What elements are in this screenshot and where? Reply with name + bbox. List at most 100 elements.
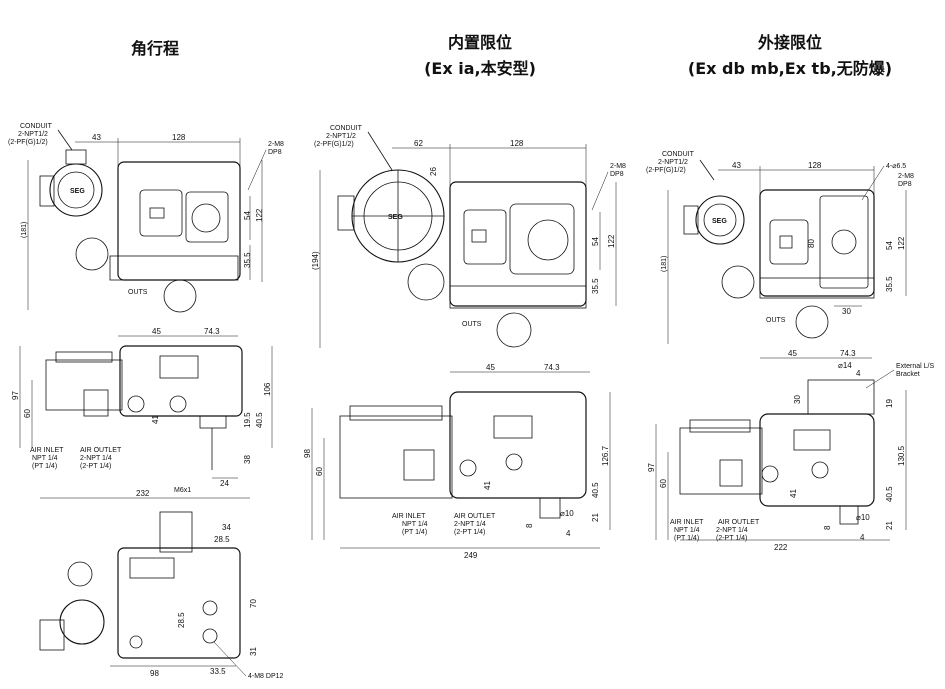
left-dim-19-5: 19.5 — [243, 412, 252, 428]
mid-m8-label: 2-M8 — [610, 163, 626, 170]
mid-dim-249: 249 — [464, 551, 478, 560]
left-dim-35-5: 35.5 — [243, 252, 252, 268]
left-air-inlet-2: NPT 1/4 — [32, 455, 58, 462]
left-dim-31: 31 — [249, 647, 258, 656]
left-dim-33-5: 33.5 — [210, 667, 226, 676]
right-dim-122: 122 — [897, 236, 906, 250]
left-dp8-label: DP8 — [268, 149, 282, 156]
mid-dim-74-3: 74.3 — [544, 363, 560, 372]
right-conduit-label-2: 2-NPT1/2 — [658, 159, 688, 166]
right-dim-19: 19 — [885, 399, 894, 408]
right-dim-80: 80 — [807, 239, 816, 248]
right-dim-40-5: 40.5 — [885, 486, 894, 502]
title-external-limit-line2: (Ex db mb,Ex tb,无防爆) — [687, 59, 893, 78]
mid-dp8-label: DP8 — [610, 171, 624, 178]
right-dim-4: 4 — [856, 369, 861, 378]
mid-conduit-label-1: CONDUIT — [330, 125, 363, 132]
left-dim-38: 38 — [243, 455, 252, 464]
mid-dim-35-5: 35.5 — [591, 278, 600, 294]
mid-air-inlet-2: NPT 1/4 — [402, 521, 428, 528]
left-dim-74-3: 74.3 — [204, 327, 220, 336]
left-conduit-label-1: CONDUIT — [20, 123, 53, 130]
left-bottom-view: 34 28.5 28.5 70 31 33.5 98 4-M8 DP12 — [39, 511, 284, 680]
right-air-inlet-2: NPT 1/4 — [674, 527, 700, 534]
mid-conduit-label-2: 2-NPT1/2 — [326, 133, 356, 140]
right-hole-label: 4-⌀6.5 — [886, 163, 906, 170]
right-dim-35-5: 35.5 — [885, 276, 894, 292]
left-dim-28-5b: 28.5 — [177, 612, 186, 628]
right-air-outlet-3: (2-PT 1/4) — [716, 535, 747, 542]
right-dim-128: 128 — [808, 161, 822, 170]
left-m8-dp12-label: 4-M8 DP12 — [248, 673, 284, 680]
mid-side-view: 45 74.3 98 60 41 126.7 40.5 21 8 ⌀10 4 2… — [303, 363, 611, 560]
left-conduit-label-2: 2-NPT1/2 — [18, 131, 48, 138]
left-dim-181: (181) — [21, 222, 28, 238]
right-dim-54: 54 — [885, 241, 894, 250]
mid-dim-98: 98 — [303, 449, 312, 458]
mid-air-inlet-1: AIR INLET — [392, 513, 426, 520]
right-conduit-label-1: CONDUIT — [662, 151, 695, 158]
left-air-outlet-2: 2-NPT 1/4 — [80, 455, 112, 462]
mid-dim-40-5: 40.5 — [591, 482, 600, 498]
title-rotary: 角行程 — [130, 39, 179, 58]
left-brand-label: SEG — [70, 188, 85, 195]
left-dim-60: 60 — [23, 409, 32, 418]
mid-dim-194: (194) — [311, 251, 320, 270]
right-air-inlet-3: (PT 1/4) — [674, 535, 699, 542]
title-internal-limit-line2: (Ex ia,本安型) — [424, 59, 536, 78]
right-dim-21: 21 — [885, 521, 894, 530]
right-dim-30: 30 — [842, 307, 851, 316]
left-dim-128: 128 — [172, 133, 186, 142]
left-dim-43: 43 — [92, 133, 101, 142]
mid-dim-41: 41 — [483, 481, 492, 490]
mid-air-outlet-3: (2-PT 1/4) — [454, 529, 485, 536]
left-m6-label: M6x1 — [174, 487, 191, 494]
right-dim-181: (181) — [661, 256, 668, 272]
mid-brand-label: SEG — [388, 214, 403, 221]
left-dim-106: 106 — [263, 382, 272, 396]
mid-dim-4: 4 — [566, 529, 571, 538]
right-bracket-label-1: External L/S — [896, 363, 934, 370]
title-internal-limit: 内置限位 (Ex ia,本安型) — [380, 30, 580, 82]
right-side-view: 45 74.3 ⌀14 4 External L/S Bracket 19 30… — [647, 349, 934, 552]
right-conduit-label-3: (2-PF(G)1/2) — [646, 167, 686, 174]
right-dim-130-5: 130.5 — [897, 445, 906, 466]
right-dim-74-3: 74.3 — [840, 349, 856, 358]
left-dim-24: 24 — [220, 479, 229, 488]
left-dim-41: 41 — [151, 415, 160, 424]
left-dim-232: 232 — [136, 489, 150, 498]
left-dim-28-5a: 28.5 — [214, 535, 230, 544]
right-dim-41: 41 — [789, 489, 798, 498]
title-external-limit-line1: 外接限位 — [757, 33, 822, 52]
right-front-view: CONDUIT 2-NPT1/2 (2-PF(G)1/2) 43 128 4-⌀… — [646, 151, 914, 344]
mid-dim-26: 26 — [429, 167, 438, 176]
right-air-outlet-1: AIR OUTLET — [718, 519, 760, 526]
left-dim-122: 122 — [255, 208, 264, 222]
mid-air-inlet-3: (PT 1/4) — [402, 529, 427, 536]
left-dim-54: 54 — [243, 211, 252, 220]
right-outs-label: OUTS — [766, 317, 786, 324]
right-dim-60: 60 — [659, 479, 668, 488]
mid-dim-62: 62 — [414, 139, 423, 148]
right-bracket-label-2: Bracket — [896, 371, 920, 378]
left-air-outlet-3: (2-PT 1/4) — [80, 463, 111, 470]
left-side-view: 45 74.3 97 60 41 106 19.5 40.5 38 24 M6x… — [11, 327, 273, 499]
right-dim-222: 222 — [774, 543, 788, 552]
left-conduit-label-3: (2-PF(G)1/2) — [8, 139, 48, 146]
right-dim-4b: 4 — [860, 533, 865, 542]
title-external-limit: 外接限位 (Ex db mb,Ex tb,无防爆) — [660, 30, 920, 82]
mid-dim-45: 45 — [486, 363, 495, 372]
right-air-inlet-1: AIR INLET — [670, 519, 704, 526]
title-internal-limit-line1: 内置限位 — [447, 33, 512, 52]
left-dim-70: 70 — [249, 599, 258, 608]
mid-air-outlet-2: 2-NPT 1/4 — [454, 521, 486, 528]
left-dim-98: 98 — [150, 669, 159, 678]
mid-dim-phi10: ⌀10 — [560, 509, 574, 518]
left-dim-40-5: 40.5 — [255, 412, 264, 428]
left-dim-34: 34 — [222, 523, 231, 532]
right-air-outlet-2: 2-NPT 1/4 — [716, 527, 748, 534]
right-dim-8: 8 — [823, 525, 832, 530]
left-air-inlet-3: (PT 1/4) — [32, 463, 57, 470]
mid-front-view: CONDUIT 2-NPT1/2 (2-PF(G)1/2) 62 128 26 … — [311, 125, 626, 348]
